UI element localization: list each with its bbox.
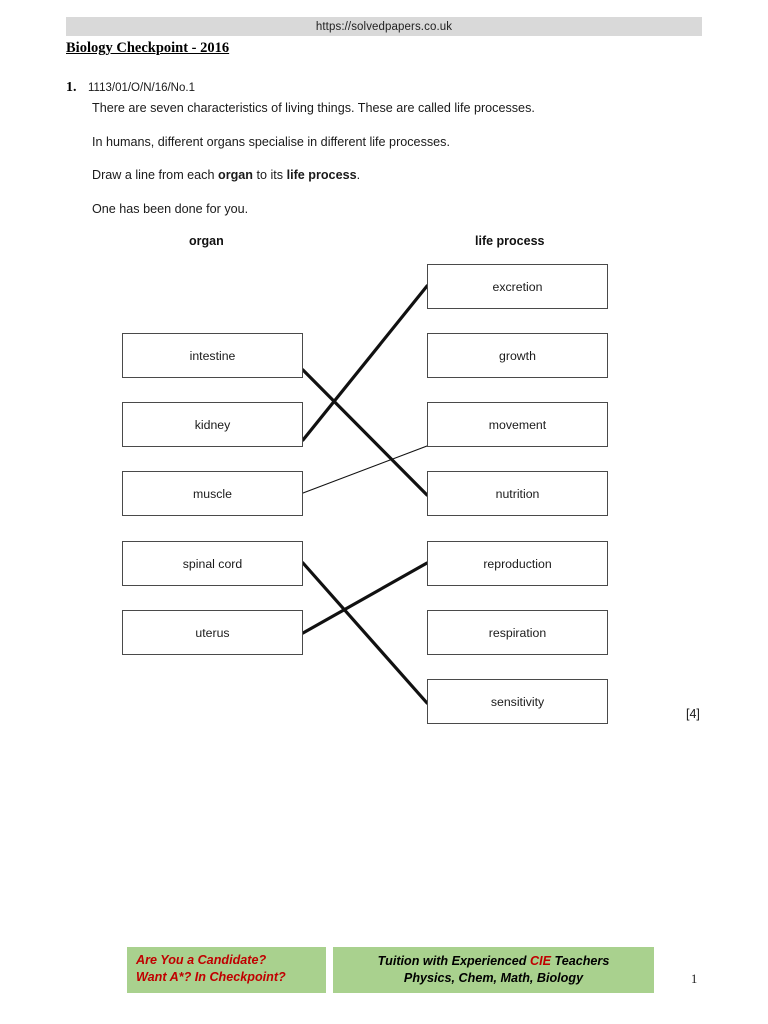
page-number: 1 (691, 972, 698, 986)
connection-lines (301, 284, 429, 705)
life-process-box-respiration[interactable]: respiration (427, 610, 608, 655)
box-label: reproduction (483, 556, 552, 571)
box-label: movement (488, 417, 547, 432)
instruction-mid: to its (252, 168, 287, 182)
source-url-text: https://solvedpapers.co.uk (315, 20, 453, 33)
connection-line-intestine-to-nutrition (301, 368, 429, 497)
instruction-bold-life-process: life process (286, 168, 357, 182)
advert-right-line-2: Physics, Chem, Math, Biology (403, 971, 584, 985)
connection-line-kidney-to-excretion (301, 284, 429, 442)
box-label: growth (499, 348, 536, 363)
box-label: excretion (492, 279, 543, 294)
advert-right-line-1: Tuition with Experienced CIE Teachers (378, 953, 610, 970)
connection-line-uterus-to-reproduction (301, 561, 429, 635)
column-header-organ: organ (189, 234, 224, 248)
question-line-2: In humans, different organs specialise i… (92, 135, 450, 149)
box-label: uterus (195, 625, 230, 640)
instruction-prefix: Draw a line from each (92, 168, 218, 182)
instruction-suffix: . (356, 168, 361, 182)
question-number: 1. (66, 80, 77, 95)
box-label: sensitivity (490, 694, 545, 709)
box-label: intestine (189, 348, 236, 363)
organ-box-kidney[interactable]: kidney (122, 402, 303, 447)
life-process-box-sensitivity[interactable]: sensitivity (427, 679, 608, 724)
organ-box-uterus[interactable]: uterus (122, 610, 303, 655)
marks-allocation: [4] (686, 707, 700, 721)
source-url-band: https://solvedpapers.co.uk (66, 17, 702, 36)
life-process-box-movement[interactable]: movement (427, 402, 608, 447)
connection-line-muscle-to-movement (302, 445, 428, 494)
advert-right-pre: Tuition with Experienced (377, 954, 530, 968)
organ-box-spinal-cord[interactable]: spinal cord (122, 541, 303, 586)
advert-brand-cie: CIE (529, 954, 551, 968)
advert-left-line-1: Are You a Candidate? (136, 953, 267, 967)
document-title: Biology Checkpoint - 2016 (66, 40, 230, 56)
question-code: 1113/01/O/N/16/No.1 (88, 82, 195, 94)
advert-left-line-2: Want A*? In Checkpoint? (136, 970, 286, 984)
advert-right-post: Teachers (550, 954, 610, 968)
question-line-3: Draw a line from each organ to its life … (92, 168, 360, 182)
instruction-bold-organ: organ (218, 168, 253, 182)
box-label: muscle (193, 486, 232, 501)
life-process-box-growth[interactable]: growth (427, 333, 608, 378)
connection-line-spinal-cord-to-sensitivity (301, 561, 429, 705)
question-line-4: One has been done for you. (92, 202, 249, 216)
advert-tuition-box: Tuition with Experienced CIE Teachers Ph… (333, 947, 654, 993)
life-process-box-nutrition[interactable]: nutrition (427, 471, 608, 516)
box-label: kidney (194, 417, 231, 432)
box-label: nutrition (495, 486, 540, 501)
advert-candidate-box: Are You a Candidate? Want A*? In Checkpo… (127, 947, 326, 993)
box-label: spinal cord (182, 556, 243, 571)
life-process-box-reproduction[interactable]: reproduction (427, 541, 608, 586)
organ-box-intestine[interactable]: intestine (122, 333, 303, 378)
question-line-1: There are seven characteristics of livin… (92, 101, 535, 115)
column-header-life-process: life process (475, 234, 545, 248)
life-process-box-excretion[interactable]: excretion (427, 264, 608, 309)
box-label: respiration (488, 625, 547, 640)
organ-box-muscle[interactable]: muscle (122, 471, 303, 516)
